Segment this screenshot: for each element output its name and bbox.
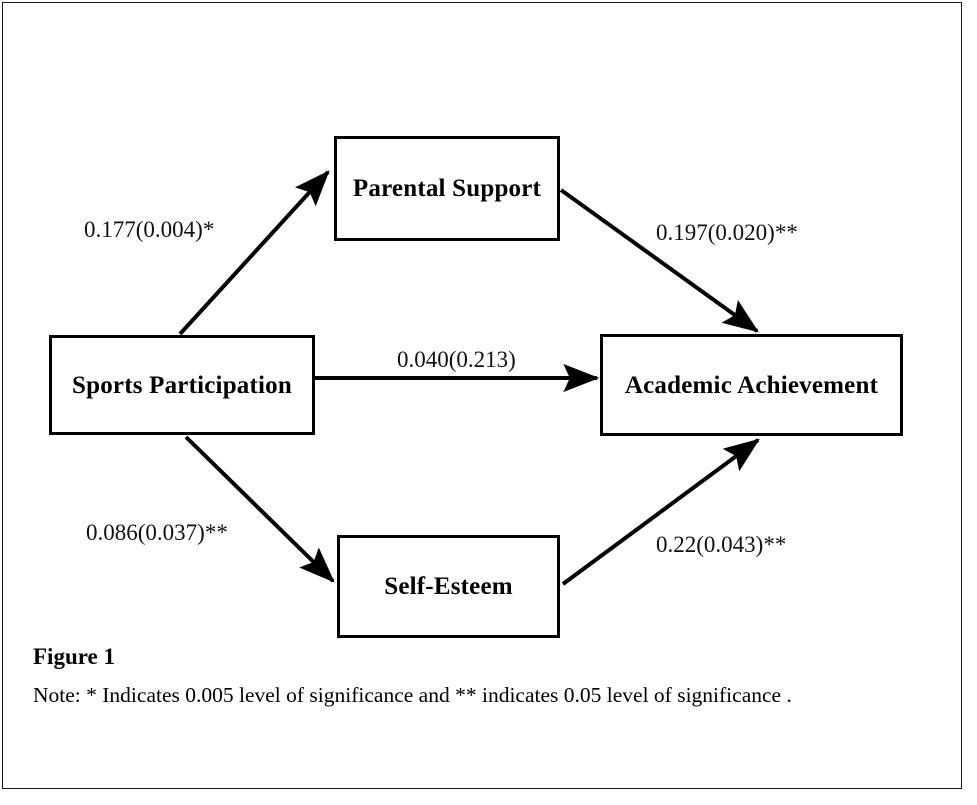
node-sports-participation[interactable]: Sports Participation — [49, 335, 315, 435]
path-label-sports-to-parental: 0.177(0.004)* — [84, 217, 215, 242]
arrow-parental-to-academic — [559, 188, 759, 333]
node-academic-achievement[interactable]: Academic Achievement — [600, 334, 903, 436]
node-label-parental-support: Parental Support — [352, 175, 542, 202]
path-label-sports-to-academic: 0.040(0.213) — [397, 347, 516, 372]
path-label-selfesteem-to-academic: 0.22(0.043)** — [656, 532, 787, 557]
arrow-sports-to-selfesteem — [184, 435, 335, 583]
figure-note: Note: * Indicates 0.005 level of signifi… — [33, 682, 792, 707]
figure-caption: Figure 1 — [33, 644, 115, 669]
node-label-academic-achievement: Academic Achievement — [624, 371, 879, 399]
node-label-sports-participation: Sports Participation — [72, 371, 292, 399]
path-label-parental-to-academic: 0.197(0.020)** — [656, 220, 798, 245]
node-self-esteem[interactable]: Self-Esteem — [337, 535, 560, 638]
path-label-sports-to-selfesteem: 0.086(0.037)** — [86, 520, 228, 545]
arrow-sports-to-parental — [178, 170, 330, 336]
node-parental-support[interactable]: Parental Support — [334, 136, 560, 241]
node-label-self-esteem: Self-Esteem — [384, 573, 513, 600]
caption-block: Figure 1 Note: * Indicates 0.005 level o… — [33, 643, 933, 709]
arrow-selfesteem-to-academic — [561, 438, 760, 586]
